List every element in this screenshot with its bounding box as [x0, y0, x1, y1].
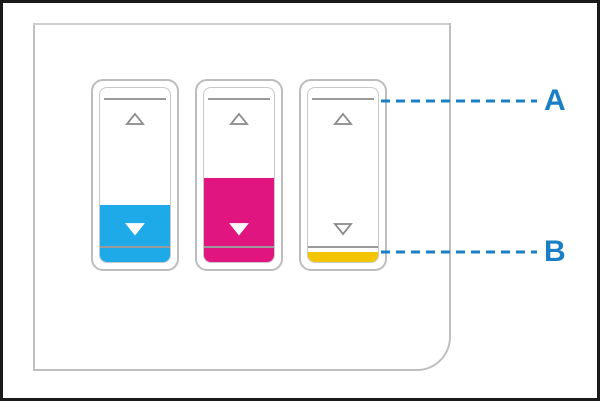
ink-level-magenta	[204, 178, 274, 262]
tank-yellow	[299, 79, 387, 271]
callout-lines	[381, 99, 537, 254]
tank-window	[99, 87, 171, 263]
lower-limit-line	[308, 246, 378, 248]
ink-level-yellow	[308, 251, 378, 262]
triangle-down-icon	[229, 223, 249, 236]
triangle-up-icon	[333, 112, 353, 125]
tank-window	[203, 87, 275, 263]
lower-limit-line	[204, 246, 274, 248]
callout-label-b: B	[544, 235, 566, 268]
tank-window	[307, 87, 379, 263]
upper-limit-line	[312, 98, 374, 100]
triangle-down-icon	[125, 223, 145, 236]
triangle-up-icon	[125, 112, 145, 125]
callout-label-a: A	[544, 84, 566, 117]
upper-limit-line	[208, 98, 270, 100]
printer-top-edge	[33, 23, 449, 25]
tank-cyan	[91, 79, 179, 271]
triangle-down-icon	[333, 223, 353, 236]
tank-magenta	[195, 79, 283, 271]
triangle-up-icon	[229, 112, 249, 125]
upper-limit-line	[104, 98, 166, 100]
lower-limit-line	[100, 246, 170, 248]
